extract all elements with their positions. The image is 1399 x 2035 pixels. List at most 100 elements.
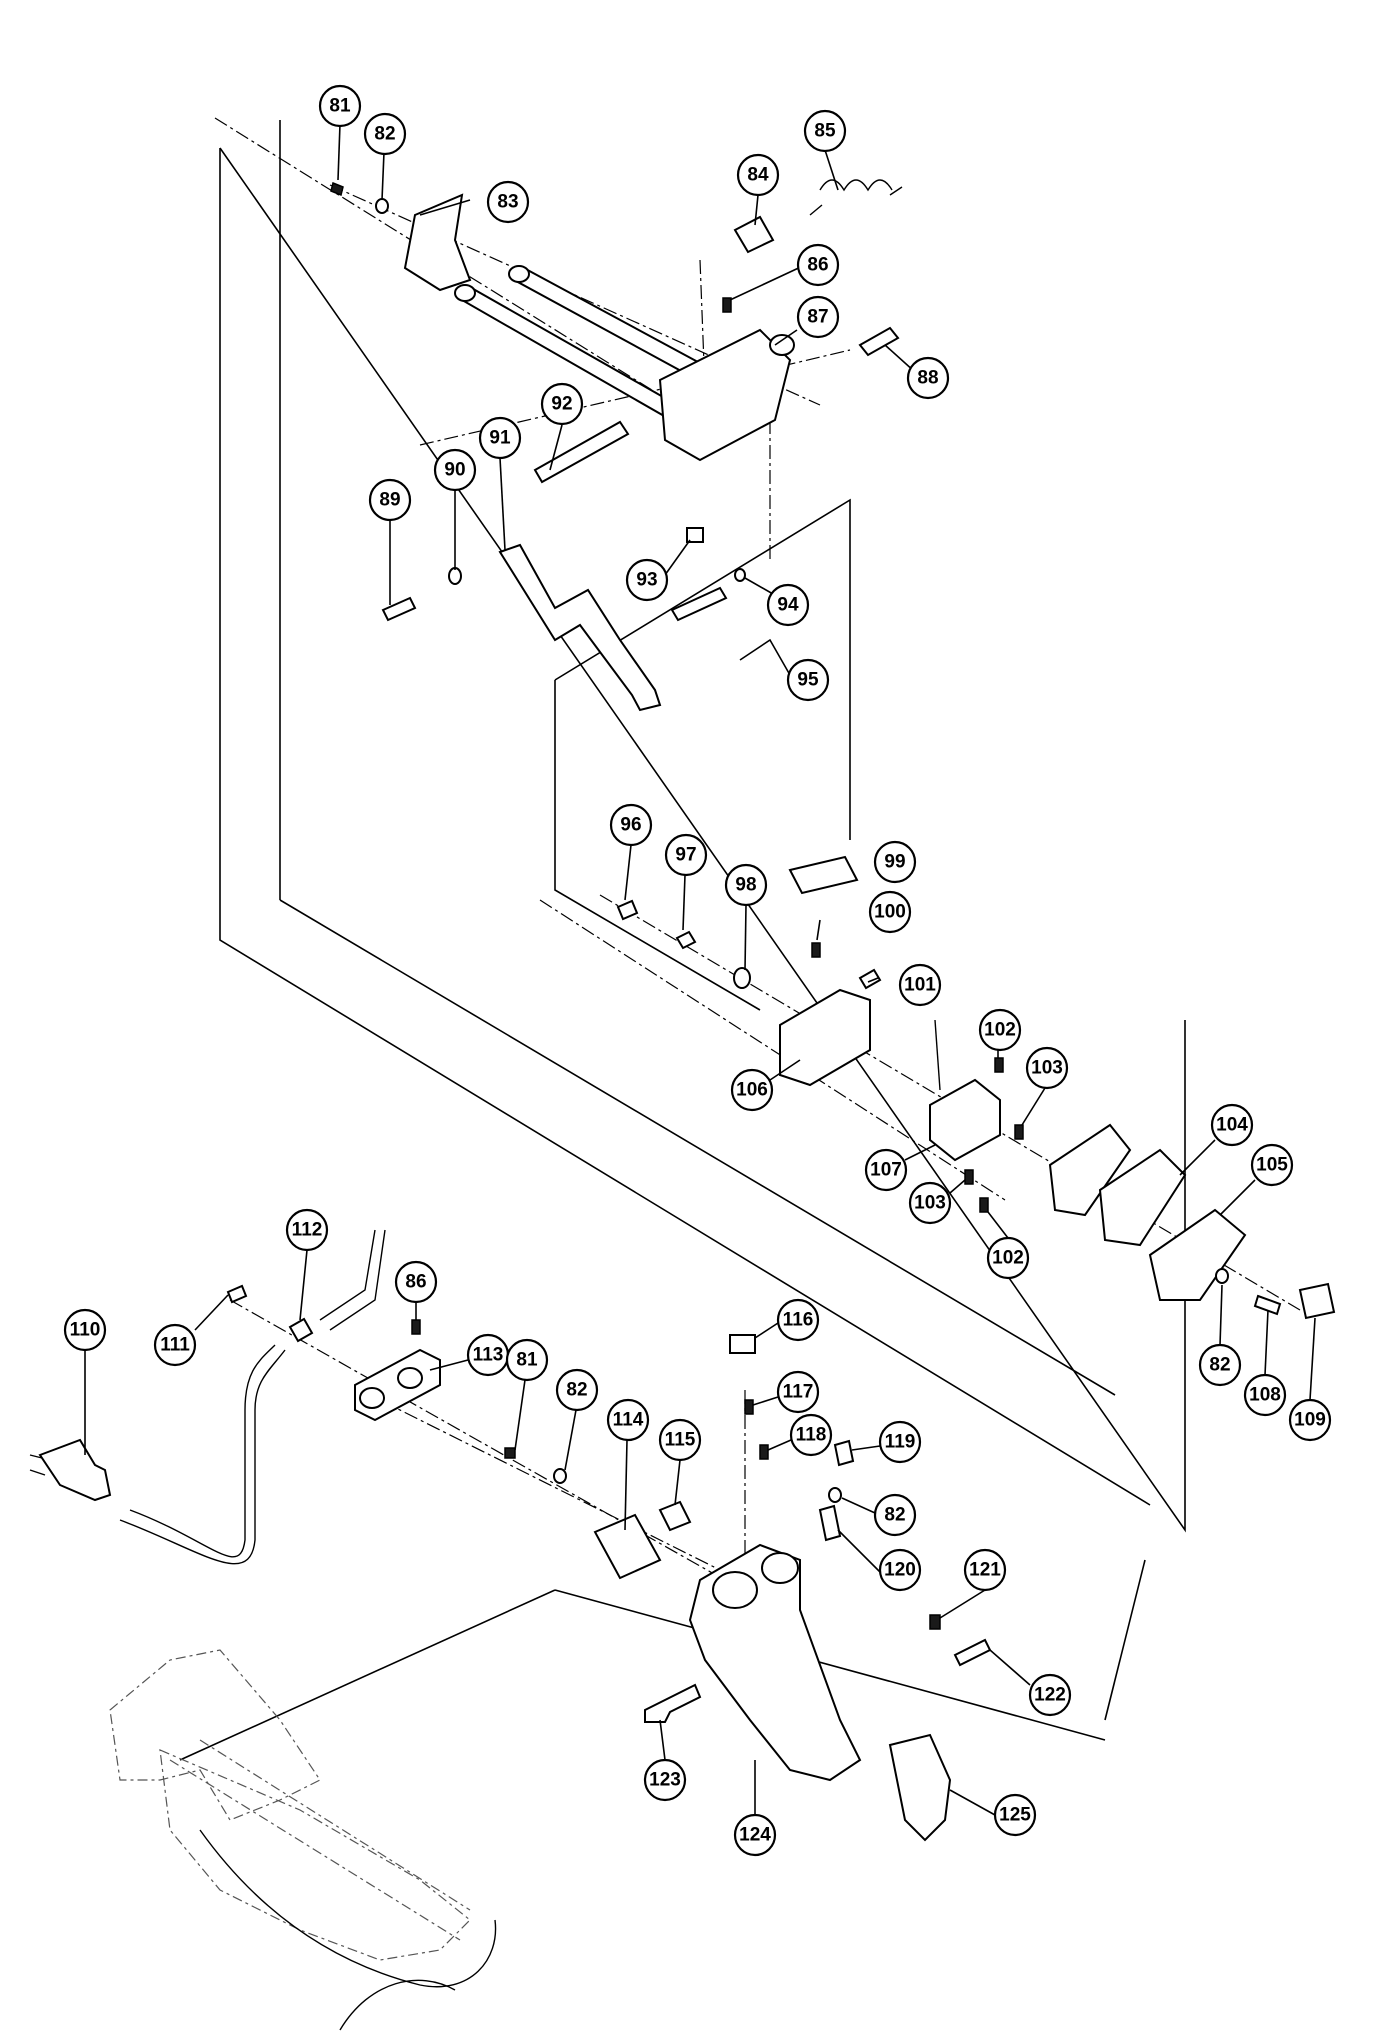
callout-110: 110 — [63, 1308, 107, 1352]
callout-90: 90 — [433, 448, 477, 492]
bolt-96 — [616, 899, 639, 921]
callout-81: 81 — [505, 1338, 549, 1382]
spring-100 — [811, 942, 821, 958]
callout-91: 91 — [478, 416, 522, 460]
washer-82-pin — [828, 1487, 842, 1503]
callout-102: 102 — [978, 1008, 1022, 1052]
callout-93: 93 — [625, 558, 669, 602]
power-cord-110 — [119, 1349, 286, 1565]
callout-123: 123 — [643, 1758, 687, 1802]
svg-text:125: 125 — [999, 1805, 1031, 1826]
screw-108 — [1253, 1294, 1282, 1316]
svg-text:111: 111 — [160, 1335, 190, 1356]
svg-text:97: 97 — [675, 845, 696, 866]
svg-text:120: 120 — [884, 1560, 916, 1581]
setscrew-121 — [929, 1614, 941, 1630]
label-99 — [788, 855, 859, 895]
callout-104: 104 — [1210, 1103, 1254, 1147]
sleeve-114 — [593, 1513, 662, 1580]
callout-119: 119 — [878, 1420, 922, 1464]
svg-text:90: 90 — [444, 460, 465, 481]
washer-82-lower — [553, 1468, 567, 1484]
callout-108: 108 — [1243, 1373, 1287, 1417]
svg-text:81: 81 — [329, 96, 351, 117]
callout-86: 86 — [394, 1260, 438, 1304]
svg-text:101: 101 — [904, 975, 936, 996]
leader-lines — [84, 123, 1316, 1816]
svg-text:83: 83 — [497, 192, 518, 213]
svg-text:117: 117 — [783, 1382, 814, 1403]
svg-text:102: 102 — [992, 1248, 1024, 1269]
svg-text:98: 98 — [735, 875, 756, 896]
svg-text:86: 86 — [405, 1272, 426, 1293]
callout-116: 116 — [776, 1298, 820, 1342]
callout-114: 114 — [606, 1398, 650, 1442]
bolt-88 — [858, 326, 900, 357]
svg-text:91: 91 — [489, 428, 511, 449]
svg-text:124: 124 — [739, 1825, 771, 1846]
spring-117 — [744, 1399, 754, 1415]
washer-98 — [733, 967, 751, 989]
svg-text:82: 82 — [374, 124, 395, 145]
callout-115: 115 — [658, 1418, 702, 1462]
callout-122: 122 — [1028, 1673, 1072, 1717]
rail-holder-87 — [658, 328, 792, 462]
collar-115 — [658, 1500, 692, 1532]
callout-82: 82 — [363, 112, 407, 156]
lever-91 — [498, 543, 662, 712]
cover-plate-83 — [403, 193, 472, 292]
callout-125: 125 — [993, 1793, 1037, 1837]
saw-base-ghost — [109, 1649, 497, 2031]
svg-text:81: 81 — [516, 1350, 538, 1371]
callout-111: 111 — [153, 1323, 197, 1367]
svg-text:82: 82 — [884, 1505, 905, 1526]
washer-82-right — [1215, 1268, 1229, 1284]
callout-118: 118 — [789, 1413, 833, 1457]
holder-113 — [354, 1348, 441, 1422]
callout-82: 82 — [873, 1493, 917, 1537]
spring-103-top — [1014, 1124, 1024, 1140]
bolt-123 — [644, 1683, 702, 1723]
washer-90 — [448, 567, 462, 585]
screw-81-lower — [504, 1447, 516, 1459]
callout-94: 94 — [766, 583, 810, 627]
svg-text:110: 110 — [70, 1320, 101, 1341]
svg-text:119: 119 — [885, 1432, 916, 1453]
svg-text:106: 106 — [736, 1080, 768, 1101]
callout-89: 89 — [368, 478, 412, 522]
svg-text:89: 89 — [379, 490, 400, 511]
callout-83: 83 — [486, 180, 530, 224]
callout-107: 107 — [864, 1148, 908, 1192]
svg-text:103: 103 — [1031, 1058, 1063, 1079]
cord-clamp-112 — [288, 1317, 314, 1343]
svg-text:113: 113 — [473, 1345, 504, 1366]
stopper-120 — [818, 1504, 842, 1542]
svg-text:121: 121 — [969, 1560, 1001, 1581]
callout-96: 96 — [609, 803, 653, 847]
screw-102-top — [994, 1057, 1004, 1073]
svg-text:104: 104 — [1216, 1115, 1248, 1136]
svg-text:95: 95 — [797, 670, 819, 691]
callout-85: 85 — [803, 109, 847, 153]
parts — [29, 179, 1336, 2031]
gasket-104 — [1048, 1123, 1132, 1217]
bracket-106 — [779, 988, 871, 1087]
callout-101: 101 — [898, 963, 942, 1007]
svg-text:118: 118 — [796, 1425, 827, 1446]
callout-95: 95 — [786, 658, 830, 702]
callout-100: 100 — [868, 890, 912, 934]
pin-92 — [533, 420, 630, 484]
svg-text:105: 105 — [1256, 1155, 1288, 1176]
screw-101 — [858, 968, 882, 990]
pin-119 — [833, 1439, 855, 1467]
svg-text:122: 122 — [1034, 1685, 1066, 1706]
callout-97: 97 — [664, 833, 708, 877]
handle-125 — [888, 1733, 952, 1842]
callout-112: 112 — [285, 1208, 329, 1252]
stopper-93 — [686, 527, 704, 543]
callout-120: 120 — [878, 1548, 922, 1592]
setscrew-86-lower — [411, 1319, 421, 1335]
slide-rails — [454, 265, 737, 434]
callout-98: 98 — [724, 863, 768, 907]
